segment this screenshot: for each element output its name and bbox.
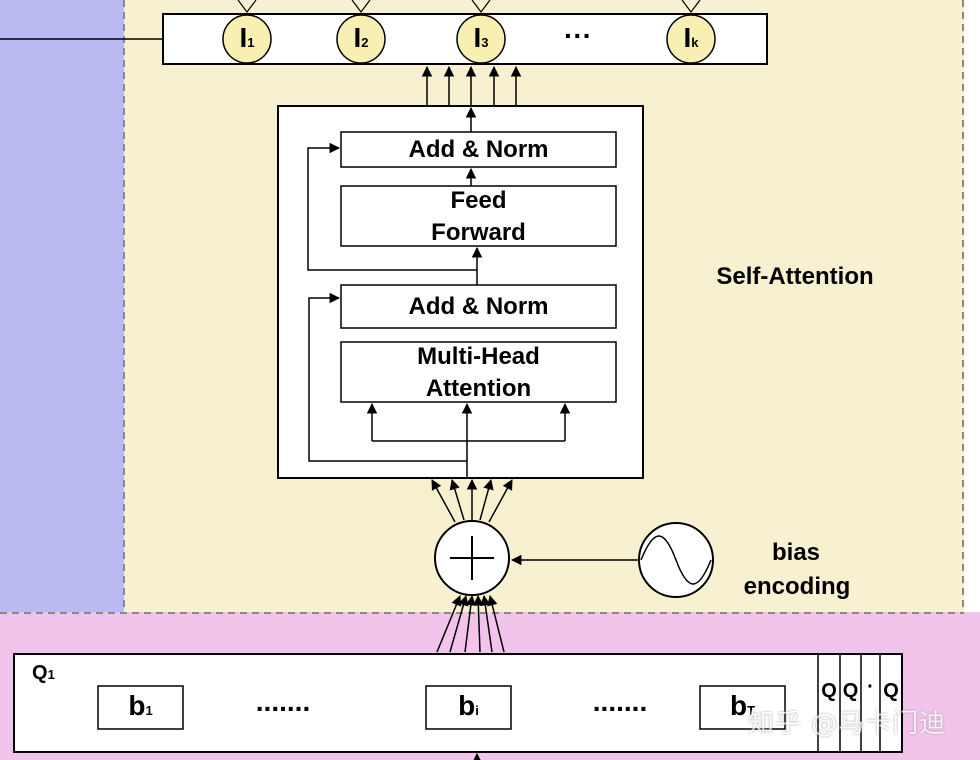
sine-wave-icon — [640, 535, 712, 585]
output-token-label: Ik — [683, 22, 699, 53]
input-dots-right: ....... — [592, 686, 648, 717]
input-item-box — [97, 685, 184, 730]
sum-output-arrows — [431, 478, 513, 523]
feed-forward-label-line2: Forward — [431, 219, 526, 246]
add-norm-bottom-box — [340, 284, 617, 329]
output-ellipsis: ··· — [564, 20, 592, 51]
bias-encoding-label-line2: encoding — [743, 573, 851, 600]
output-token-circle — [666, 14, 716, 64]
add-norm-top-label: Add & Norm — [408, 136, 549, 163]
output-token-circle — [222, 14, 272, 64]
mha-label-line2: Attention — [425, 375, 532, 402]
feed-forward-label-line1: Feed — [450, 187, 507, 214]
watermark: 知乎 @马卡门迪 — [748, 709, 947, 739]
input-to-sum-arrows — [436, 594, 505, 653]
multi-head-attention-box — [340, 341, 617, 403]
encoder-internal-arrows — [307, 106, 571, 478]
input-item-label: bi — [458, 690, 479, 721]
side-queue-cells — [817, 654, 881, 752]
side-queue-cell-label: Q — [842, 680, 859, 702]
left-panel — [0, 0, 124, 612]
input-item-box — [699, 685, 786, 730]
input-item-box — [425, 685, 512, 730]
side-queue-cell-label: · — [867, 676, 874, 698]
add-norm-bottom-label: Add & Norm — [408, 293, 549, 320]
output-token-circle — [456, 14, 506, 64]
output-top-arrowheads — [237, 0, 701, 13]
input-item-label: bT — [729, 690, 756, 721]
feed-forward-box — [340, 185, 617, 247]
output-token-circle — [336, 14, 386, 64]
side-queue-cell-label: Q — [821, 680, 837, 702]
input-dots-left: ....... — [255, 686, 311, 717]
input-item-label: b1 — [128, 690, 153, 721]
self-attention-label: Self-Attention — [716, 263, 874, 290]
output-token-label: I2 — [353, 22, 369, 53]
output-token-label: I3 — [473, 22, 489, 53]
bias-encoding-label-line1: bias — [771, 539, 821, 566]
encoder-output-arrows — [421, 65, 522, 105]
side-queue-cell-label: Q — [883, 680, 899, 702]
plus-icon — [450, 536, 494, 580]
queue-label: Q1 — [32, 662, 55, 684]
mha-label-line1: Multi-Head — [417, 343, 540, 370]
add-norm-top-box — [340, 131, 617, 168]
output-token-label: I1 — [239, 22, 255, 53]
